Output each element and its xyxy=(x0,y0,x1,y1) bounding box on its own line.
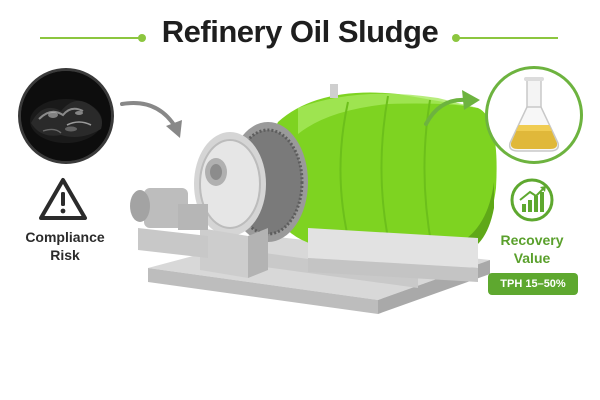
title-dot-right xyxy=(452,34,460,42)
title-row: Refinery Oil Sludge xyxy=(0,0,600,60)
warning-triangle-icon xyxy=(39,178,87,220)
arrow-right-icon xyxy=(120,101,182,138)
oil-flask-image xyxy=(485,66,583,164)
recovery-value-label: Recovery Value xyxy=(478,231,586,267)
tph-badge: TPH 15–50% xyxy=(488,273,578,295)
arrow-up-right-icon xyxy=(424,90,480,126)
title-dot-left xyxy=(138,34,146,42)
oil-flask-icon xyxy=(508,77,560,152)
risk-label-line-2: Risk xyxy=(50,247,80,263)
growth-chart-icon xyxy=(510,178,554,222)
oil-sludge-image xyxy=(18,68,114,164)
compliance-risk-label: Compliance Risk xyxy=(10,228,120,264)
title-divider-left xyxy=(40,37,140,39)
pyrolysis-reactor-illustration xyxy=(130,84,497,314)
risk-label-line-1: Compliance xyxy=(25,229,105,245)
title-divider-right xyxy=(458,37,558,39)
page-title: Refinery Oil Sludge xyxy=(161,14,439,49)
value-label-line-2: Value xyxy=(513,250,551,266)
value-label-line-1: Recovery xyxy=(500,232,564,248)
